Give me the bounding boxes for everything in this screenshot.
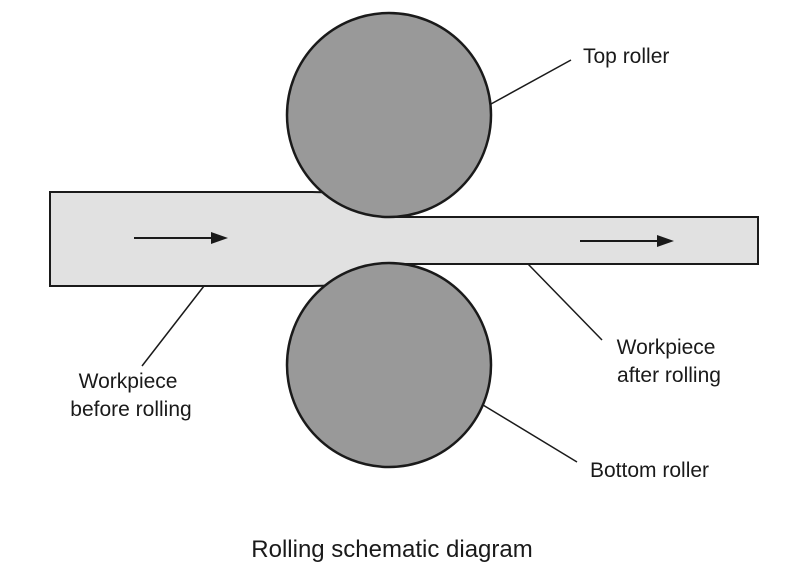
label-workpiece-after: Workpiece after rolling xyxy=(617,336,722,387)
label-bottom-roller: Bottom roller xyxy=(590,459,709,482)
label-workpiece-after-line1: Workpiece xyxy=(617,336,716,359)
arrow-after-rolling xyxy=(580,235,674,247)
label-workpiece-before-line1: Workpiece xyxy=(79,370,178,393)
label-top-roller: Top roller xyxy=(583,45,669,68)
leader-bottom-roller xyxy=(482,404,578,463)
top-roller xyxy=(285,11,493,219)
arrow-before-rolling xyxy=(134,232,228,244)
diagram-caption: Rolling schematic diagram xyxy=(251,536,532,563)
label-workpiece-before: Workpiece before rolling xyxy=(70,370,191,421)
leader-workpiece-after xyxy=(527,263,603,341)
label-workpiece-after-line2: after rolling xyxy=(617,364,721,387)
bottom-roller xyxy=(285,261,493,469)
leader-top-roller xyxy=(490,59,572,105)
label-workpiece-before-line2: before rolling xyxy=(70,398,191,421)
leader-workpiece-before xyxy=(141,285,205,367)
